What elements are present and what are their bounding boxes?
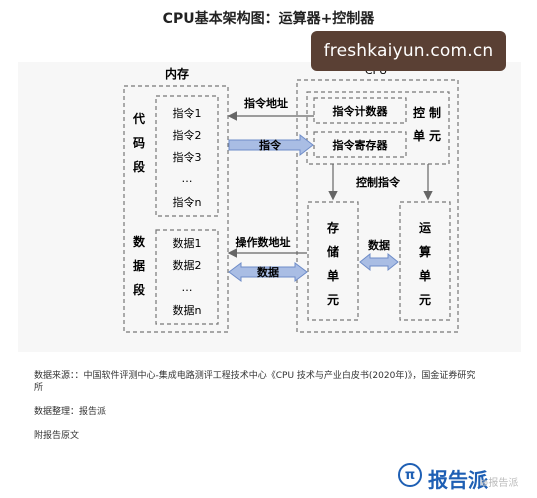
alu-char: 算 [419, 244, 431, 259]
control-unit-char: 控 [413, 105, 425, 120]
alu-char: 单 [419, 268, 431, 283]
appendix-note: 附报告原文 [34, 431, 80, 441]
alu-box [399, 201, 451, 321]
instruction-register-box [313, 131, 407, 158]
storage-unit-char: 单 [327, 268, 339, 283]
instruction-register-label: 指令寄存器 [333, 138, 389, 152]
data-item: 数据2 [173, 258, 202, 272]
alu-char: 元 [419, 293, 431, 307]
instructions-box [155, 95, 219, 217]
internal-data-arrow [359, 252, 399, 272]
data-transfer-label: 数据 [257, 265, 279, 279]
instruction-item: 指令2 [173, 128, 202, 142]
cpu-box [296, 79, 459, 333]
logo-sub: ⊕报告派 [480, 478, 519, 489]
data-segment-char: 数 [133, 234, 146, 249]
watermark-banner: freshkaiyun.com.cn [311, 31, 506, 71]
storage-unit-char: 存 [326, 220, 339, 235]
instruction-item: … [182, 172, 193, 185]
operand-address-label: 操作数地址 [236, 235, 291, 249]
instruction-label: 指令 [259, 138, 282, 152]
storage-unit-char: 储 [327, 244, 339, 259]
storage-unit-box [307, 201, 359, 321]
source-note-cont: 所 [34, 383, 44, 393]
logo-brand: 报告派 [428, 468, 488, 492]
code-segment-char: 码 [133, 136, 145, 150]
data-segment-char: 段 [133, 282, 146, 297]
page-title: CPU基本架构图：运算器+控制器 [162, 11, 375, 27]
instruction-item: 指令n [173, 195, 202, 209]
code-segment-char: 段 [133, 159, 146, 174]
data-item: 数据n [173, 303, 202, 317]
control-unit-char: 制 [429, 105, 441, 120]
program-counter-label: 指令计数器 [333, 104, 389, 118]
storage-unit-char: 元 [327, 293, 339, 307]
source-note: 数据来源：：中国软件评测中心-集成电路测评工程技术中心《CPU 技术与产业白皮书… [34, 371, 476, 381]
control-unit-char: 元 [429, 129, 441, 143]
memory-box [123, 85, 229, 333]
memory-label: 内存 [165, 66, 189, 81]
code-segment-char: 代 [132, 111, 145, 126]
program-counter-box [313, 97, 407, 124]
control-unit-box [306, 91, 450, 165]
data-item: … [182, 281, 193, 294]
logo-pi-icon: π [398, 463, 422, 487]
organizer-note: 数据整理：报告派 [34, 407, 107, 417]
brand-logo: π 报告派 ⊕报告派 [398, 461, 528, 492]
alu-char: 运 [419, 221, 431, 235]
control-instruction-label: 控制指令 [356, 175, 401, 189]
control-unit-char: 单 [413, 128, 425, 143]
internal-data-label: 数据 [368, 238, 390, 252]
data-box [155, 229, 219, 325]
instruction-item: 指令1 [173, 106, 202, 120]
instruction-address-label: 指令地址 [244, 96, 288, 110]
data-transfer-arrow [228, 262, 308, 282]
instruction-item: 指令3 [173, 150, 202, 164]
diagram-background [18, 62, 521, 352]
data-item: 数据1 [173, 236, 202, 250]
data-segment-char: 据 [133, 258, 145, 273]
instruction-arrow [228, 133, 314, 157]
